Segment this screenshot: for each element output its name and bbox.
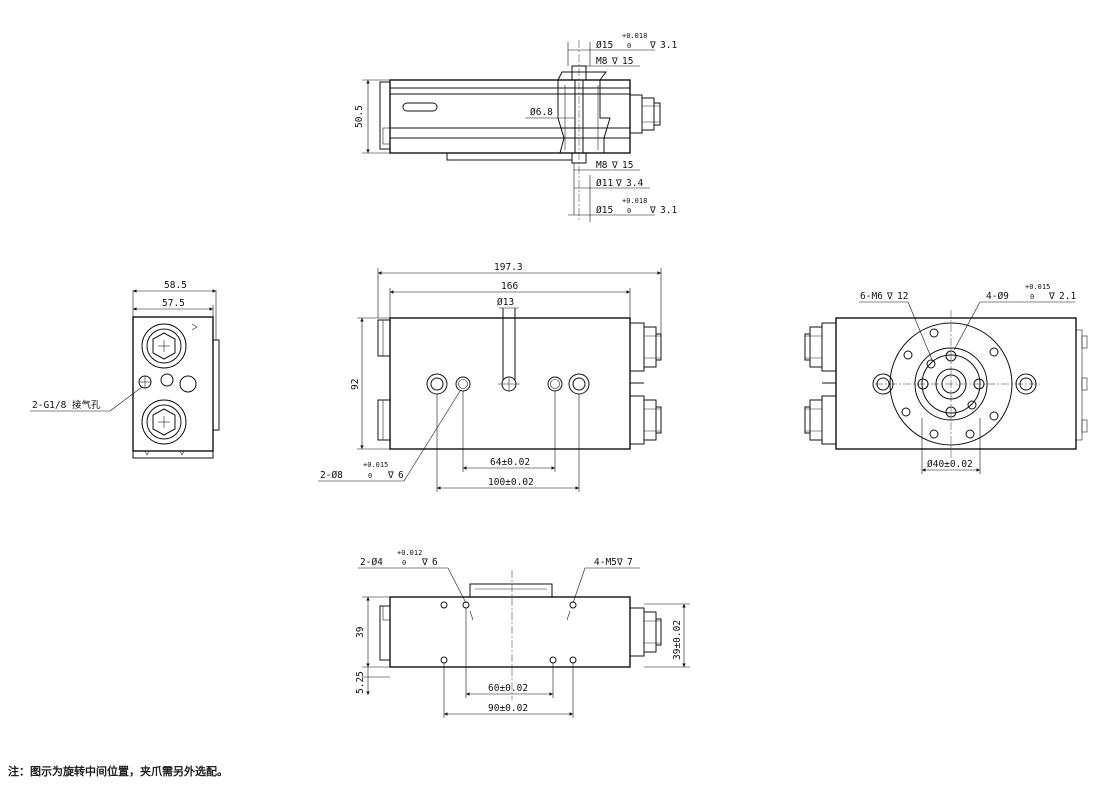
front-slot-label: Ø13 [497,297,514,308]
bottom-pin-depth-symbol: ∇ [421,557,428,568]
top-tol2-label: Ø15 [596,205,613,216]
front-height: 92 [350,379,361,390]
top-view: 50.5 Ø6.8 Ø15 +0.018 0 ∇ 3.1 M8 ∇ 15 M8 … [354,32,677,222]
front-pin-spacing: 64±0.02 [490,457,530,468]
bottom-view: 39 5.25 39±0.02 60±0.02 90±0.02 2-Ø4 +0.… [355,549,690,718]
bottom-pin-label: 2-Ø4 [360,557,383,568]
front-hole-spacing: 100±0.02 [488,477,534,488]
front-pin-depth: 6 [398,470,404,481]
bottom-pin-depth: 6 [432,557,438,568]
top-tol1-label: Ø15 [596,40,613,51]
end-pin-depth: 2.1 [1059,291,1076,302]
side-view: 58.5 57.5 2-G1/8 接气孔 [30,280,220,459]
end-pin-tol-upper: +0.015 [1025,283,1050,291]
front-body-length: 166 [501,281,518,292]
top-hole-dim: Ø6.8 [530,107,553,118]
bottom-thread-depth: 7 [627,557,633,568]
bottom-height: 39 [355,626,366,638]
end-thread-label: 6-M6 [860,291,883,302]
end-pin-label: 4-Ø9 [986,291,1009,302]
cb-depth: 3.4 [626,178,643,189]
end-view: 6-M6 ∇ 12 4-Ø9 +0.015 0 ∇ 2.1 Ø40±0.02 [804,283,1088,474]
front-view: 197.3 166 Ø13 92 64±0.02 100±0.02 2-Ø8 +… [318,262,662,492]
front-pin-depth-symbol: ∇ [387,470,394,481]
bottom-spacing-outer: 90±0.02 [488,703,528,714]
side-inner-width: 57.5 [162,298,185,309]
front-pin-label: 2-Ø8 [320,470,343,481]
top-tol2-upper: +0.018 [622,197,647,205]
cb-label: Ø11 [596,178,613,189]
top-m8-depth: 15 [622,56,633,67]
end-pin-depth-symbol: ∇ [1048,291,1055,302]
front-pin-tol-upper: +0.015 [363,461,388,469]
cb-depth-symbol: ∇ [615,178,622,189]
top-tol2-depth-symbol: ∇ [649,205,656,216]
front-overall-length: 197.3 [494,262,523,273]
side-port-label: 2-G1/8 接气孔 [32,399,101,411]
top-tol2-depth: 3.1 [660,205,677,216]
bottom-thread-label: 4-M5 [594,557,617,568]
drawing-note: 注：图示为旋转中间位置，夹爪需另外选配。 [8,765,228,778]
bottom-pin-tol-lower: 0 [402,559,406,567]
front-pin-tol-lower: 0 [368,472,372,480]
bottom-spacing-inner: 60±0.02 [488,683,528,694]
top-height-dim: 50.5 [354,105,365,128]
top-tol1-depth-symbol: ∇ [649,40,656,51]
top-tol1-lower: 0 [627,42,631,50]
bottom-m8-depth-symbol: ∇ [611,160,618,171]
top-m8-label: M8 [596,56,608,67]
top-tol1-depth: 3.1 [660,40,677,51]
top-tol2-lower: 0 [627,207,631,215]
bottom-right-height: 39±0.02 [672,620,683,660]
bottom-thread-depth-symbol: ∇ [616,557,623,568]
side-outer-width: 58.5 [164,280,187,291]
bottom-offset: 5.25 [355,671,366,694]
end-thread-depth-symbol: ∇ [886,291,893,302]
top-tol1-upper: +0.018 [622,32,647,40]
end-pin-tol-lower: 0 [1030,293,1034,301]
end-pcd: Ø40±0.02 [927,459,973,470]
end-thread-depth: 12 [897,291,908,302]
bottom-m8-label: M8 [596,160,608,171]
bottom-m8-depth: 15 [622,160,633,171]
top-m8-depth-symbol: ∇ [611,56,618,67]
bottom-pin-tol-upper: +0.012 [397,549,422,557]
